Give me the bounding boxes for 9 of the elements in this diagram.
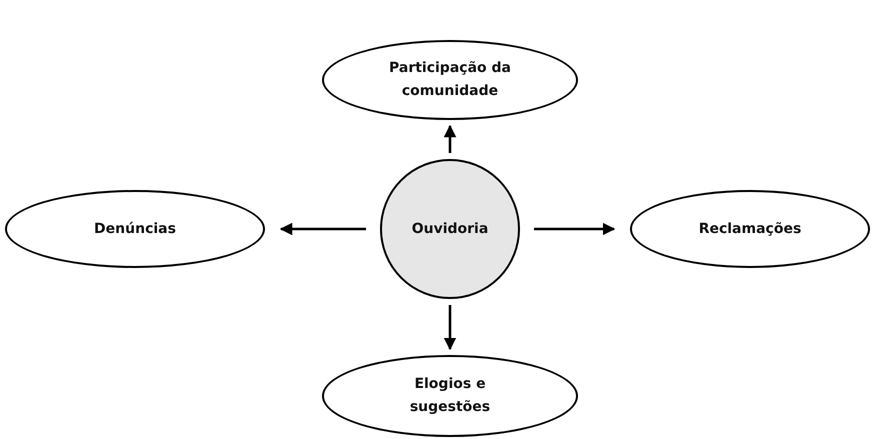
node-label: Elogios e sugestões (408, 375, 492, 417)
node-label: Denúncias (94, 220, 176, 238)
node-label: Reclamações (698, 220, 802, 238)
arrow (444, 124, 456, 153)
arrow (280, 222, 366, 236)
arrow (534, 222, 616, 236)
node-label: Ouvidoria (412, 220, 488, 238)
node-label: Participação da comunidade (388, 59, 512, 101)
arrow (444, 305, 456, 350)
